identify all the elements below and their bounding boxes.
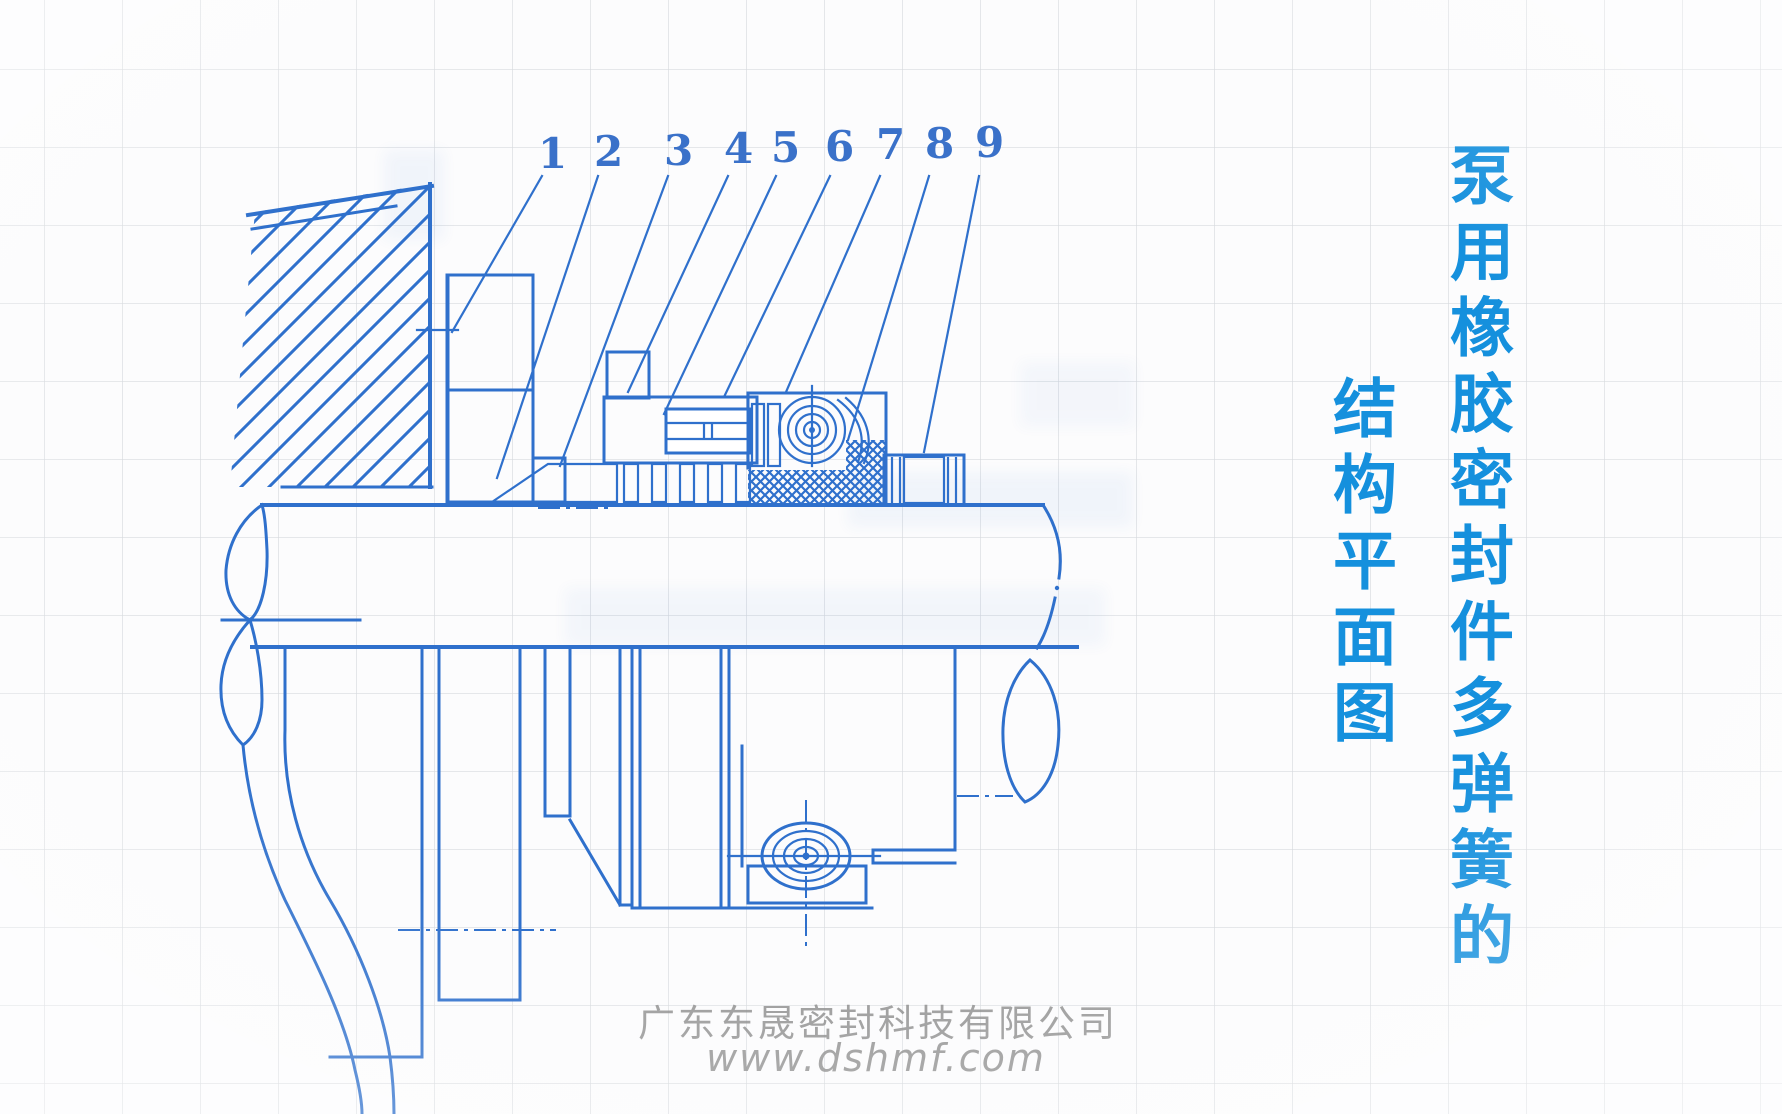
watermark-website: www.dshmf.com xyxy=(706,1036,1046,1080)
callout-label-1: 1 xyxy=(538,129,568,178)
callout-label-5: 5 xyxy=(771,123,801,172)
callout-label-8: 8 xyxy=(925,119,955,168)
page-title-column-2: 结构平面图 xyxy=(1322,375,1396,755)
callout-label-2: 2 xyxy=(594,127,624,176)
callout-label-4: 4 xyxy=(724,124,754,173)
callout-label-3: 3 xyxy=(664,126,694,175)
callout-label-9: 9 xyxy=(975,118,1005,167)
callout-label-7: 7 xyxy=(876,120,906,169)
page-title-column-1: 泵用橡胶密封件多弹簧的 xyxy=(1439,142,1513,978)
callout-label-6: 6 xyxy=(825,122,855,171)
